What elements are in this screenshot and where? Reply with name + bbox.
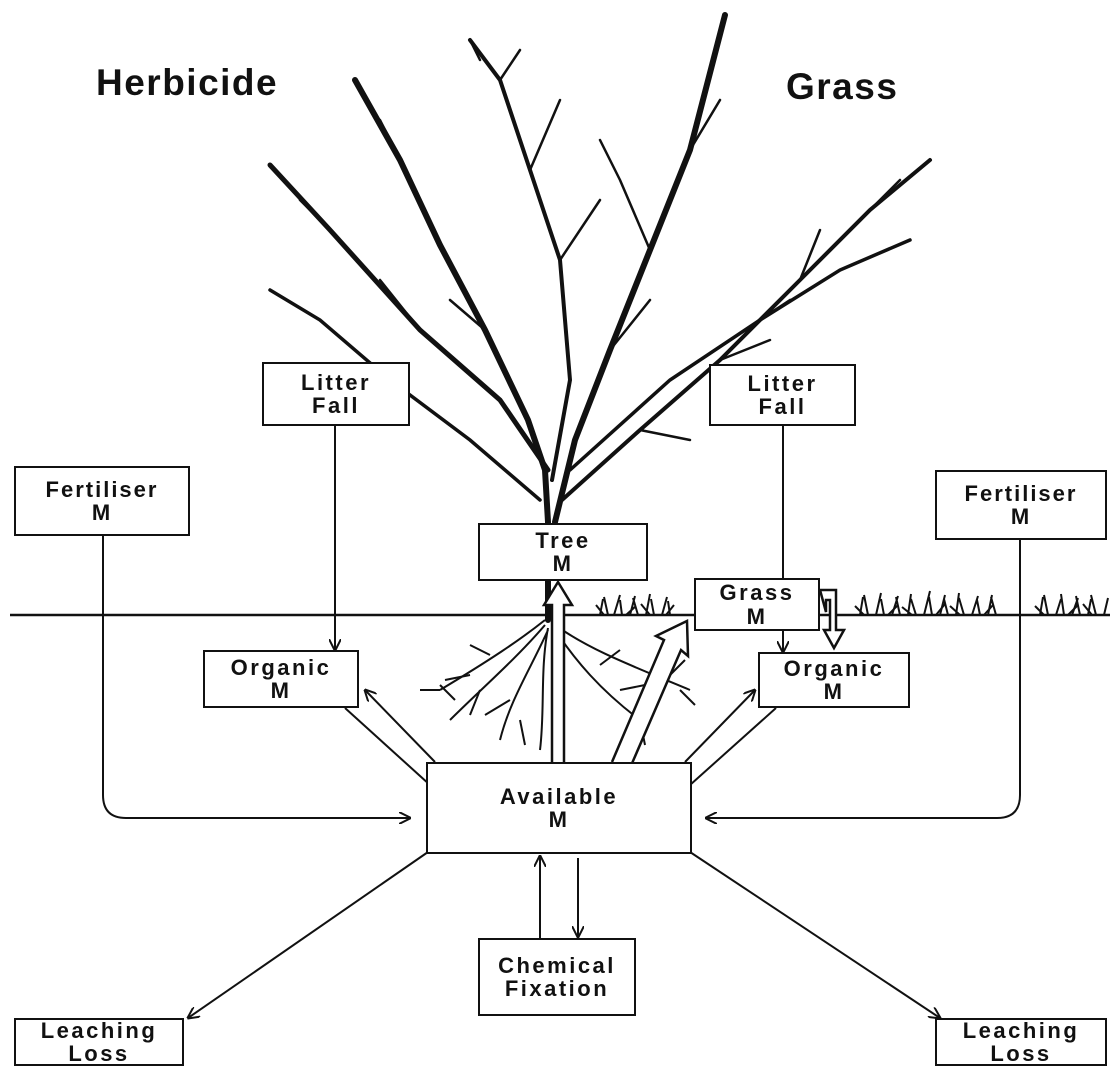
organic-right-line2: M [824, 680, 845, 703]
organic-right-line1: Organic [784, 657, 885, 680]
available-line1: Available [500, 785, 618, 808]
organic-right-box: Organic M [758, 652, 910, 708]
litter-fall-right-line1: Litter [748, 372, 818, 395]
leaching-left-line2: Loss [68, 1042, 129, 1065]
leaching-left-line1: Leaching [41, 1019, 158, 1042]
litter-fall-left-box: Litter Fall [262, 362, 410, 426]
tree-line1: Tree [535, 529, 590, 552]
grass-illustration [596, 591, 1108, 615]
litter-fall-right-box: Litter Fall [709, 364, 856, 426]
available-line2: M [549, 808, 570, 831]
grass-line1: Grass [720, 581, 795, 604]
leaching-left-box: Leaching Loss [14, 1018, 184, 1066]
fertiliser-left-line1: Fertiliser [46, 478, 159, 501]
chemical-fixation-line1: Chemical [498, 954, 616, 977]
leaching-right-line1: Leaching [963, 1019, 1080, 1042]
litter-fall-right-line2: Fall [759, 395, 807, 418]
chemical-fixation-line2: Fixation [505, 977, 609, 1000]
organic-left-line2: M [271, 679, 292, 702]
organic-left-line1: Organic [231, 656, 332, 679]
fertiliser-left-line2: M [92, 501, 112, 524]
leaching-right-box: Leaching Loss [935, 1018, 1107, 1066]
herbicide-heading: Herbicide [96, 62, 278, 104]
fertiliser-left-box: Fertiliser M [14, 466, 190, 536]
tree-box: Tree M [478, 523, 648, 581]
litter-fall-left-line1: Litter [301, 371, 371, 394]
organic-left-box: Organic M [203, 650, 359, 708]
grass-box: Grass M [694, 578, 820, 631]
available-box: Available M [426, 762, 692, 854]
fertiliser-right-line1: Fertiliser [965, 482, 1078, 505]
fertiliser-right-box: Fertiliser M [935, 470, 1107, 540]
tree-line2: M [553, 552, 574, 575]
grass-heading: Grass [786, 66, 898, 108]
litter-fall-left-line2: Fall [312, 394, 360, 417]
grass-line2: M [747, 605, 768, 628]
fertiliser-right-line2: M [1011, 505, 1031, 528]
chemical-fixation-box: Chemical Fixation [478, 938, 636, 1016]
leaching-right-line2: Loss [990, 1042, 1051, 1065]
